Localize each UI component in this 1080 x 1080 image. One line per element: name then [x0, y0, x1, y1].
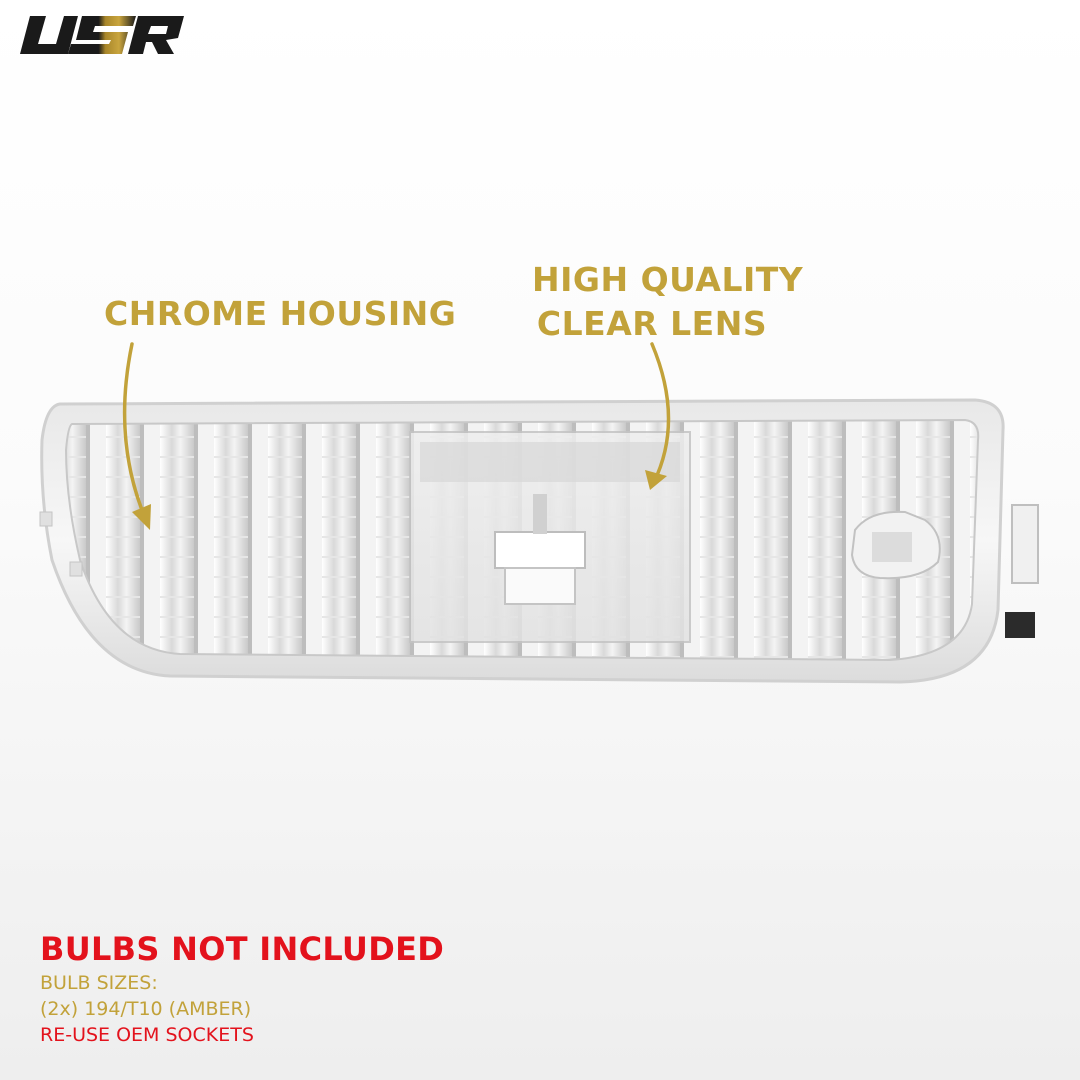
usr-logo-icon — [20, 16, 184, 54]
brand-logo — [16, 14, 188, 58]
bulbs-not-included-title: BULBS NOT INCLUDED — [40, 930, 445, 968]
clear-lens-callout: HIGH QUALITY CLEAR LENS — [532, 258, 804, 346]
bulb-info: BULBS NOT INCLUDED BULB SIZES: (2x) 194/… — [40, 928, 444, 1048]
bulb-sizes-value: (2x) 194/T10 (AMBER) — [40, 998, 252, 1020]
clear-lens-line1: HIGH QUALITY — [532, 260, 804, 299]
chrome-housing-label: CHROME HOUSING — [104, 294, 457, 333]
clear-lens-line2: CLEAR LENS — [536, 304, 768, 343]
reuse-sockets-note: RE-USE OEM SOCKETS — [40, 1024, 254, 1046]
chrome-housing-callout: CHROME HOUSING — [104, 292, 456, 336]
bulb-sizes-label: BULB SIZES: — [40, 972, 158, 994]
